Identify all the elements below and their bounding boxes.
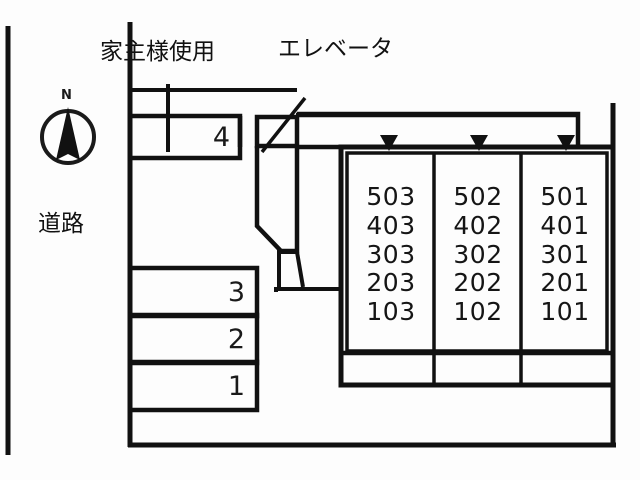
- elevator-shaft-box: [254, 114, 300, 149]
- label-owner-use: 家主様使用: [100, 39, 215, 65]
- room-column-3: 503 403 303 203 103: [349, 182, 433, 327]
- parking-stall-label-2: 2: [227, 324, 245, 355]
- room-label: 501: [540, 182, 590, 211]
- compass-needle-north-icon: [56, 107, 80, 160]
- room-label: 303: [366, 239, 416, 269]
- parking-stall-label-4: 4: [212, 122, 230, 153]
- room-label: 102: [453, 297, 503, 326]
- label-elevator: エレベータ: [278, 36, 393, 62]
- room-label: 202: [453, 268, 503, 298]
- stair-approach-outline: [277, 251, 305, 289]
- room-label: 503: [366, 182, 416, 211]
- entrance-marker-icon-col1: [557, 135, 575, 151]
- label-road: 道路: [38, 211, 84, 237]
- entrance-marker-icon-col2: [470, 135, 488, 151]
- room-label: 403: [366, 210, 416, 240]
- room-label: 502: [453, 182, 503, 211]
- room-label: 302: [453, 239, 503, 269]
- room-label: 201: [540, 268, 590, 298]
- lobby-outline: [254, 146, 300, 254]
- room-column-1: 501 401 301 201 101: [523, 182, 607, 327]
- entrance-marker-icon-col3: [380, 135, 398, 151]
- elevator-leader-line: [260, 96, 307, 154]
- room-label: 401: [540, 210, 590, 240]
- room-label: 301: [540, 239, 590, 269]
- room-label: 103: [366, 297, 416, 326]
- parking-stall-1-box: [127, 359, 260, 413]
- room-label: 101: [540, 297, 590, 326]
- parking-stall-label-3: 3: [227, 277, 245, 308]
- room-label: 402: [453, 210, 503, 240]
- room-column-2: 502 402 302 202 102: [436, 182, 520, 327]
- room-label: 203: [366, 268, 416, 298]
- parking-stall-label-1: 1: [227, 371, 245, 402]
- compass-north-letter: N: [61, 88, 72, 103]
